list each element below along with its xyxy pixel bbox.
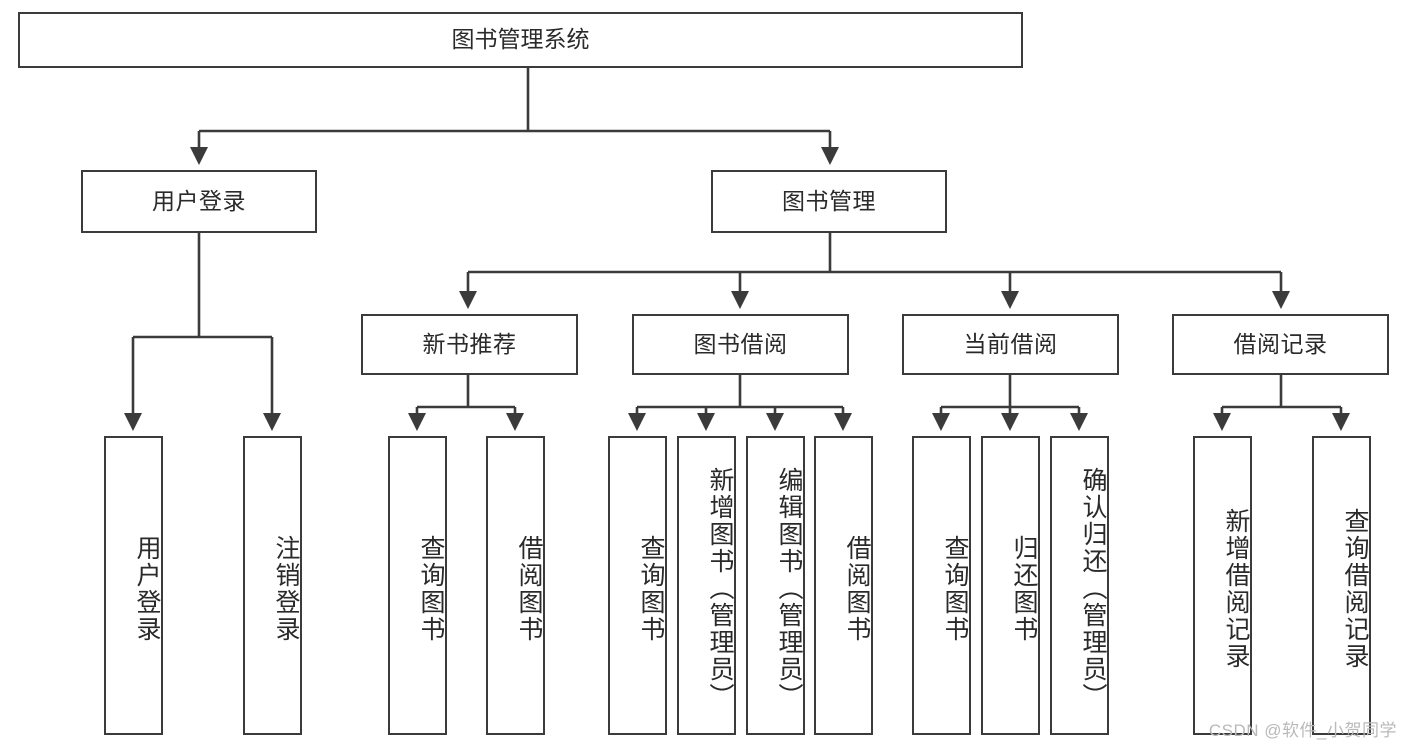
node-leaf-query-record-label: 查询借阅记录 [1341, 507, 1369, 670]
node-leaf-query-book-1-label: 查询图书 [417, 534, 445, 643]
node-leaf-confirm-return[interactable]: 确认归还（管理员） [1050, 436, 1109, 735]
node-leaf-borrow-book-2[interactable]: 借阅图书 [814, 436, 873, 735]
node-leaf-return-book-label: 归还图书 [1010, 534, 1038, 643]
node-root-label: 图书管理系统 [451, 26, 590, 53]
node-leaf-return-book[interactable]: 归还图书 [981, 436, 1040, 735]
node-leaf-user-login[interactable]: 用户登录 [104, 436, 163, 735]
node-leaf-confirm-return-label: 确认归还（管理员） [1079, 467, 1107, 710]
node-leaf-query-book-1[interactable]: 查询图书 [388, 436, 447, 735]
node-user-login-label: 用户登录 [152, 187, 246, 214]
node-leaf-add-book[interactable]: 新增图书（管理员） [677, 436, 736, 735]
node-new-book-rec[interactable]: 新书推荐 [361, 314, 578, 375]
node-current-borrow[interactable]: 当前借阅 [902, 314, 1119, 375]
node-borrow-record-label: 借阅记录 [1233, 330, 1328, 357]
node-leaf-edit-book-label: 编辑图书（管理员） [775, 467, 803, 710]
node-book-manage[interactable]: 图书管理 [711, 170, 947, 233]
node-book-borrow-label: 图书借阅 [693, 330, 788, 357]
node-user-login[interactable]: 用户登录 [81, 170, 317, 233]
node-leaf-borrow-book-2-label: 借阅图书 [843, 534, 871, 643]
node-leaf-borrow-book-1-label: 借阅图书 [515, 534, 543, 643]
node-leaf-query-book-2-label: 查询图书 [637, 534, 665, 643]
node-leaf-logout-label: 注销登录 [272, 534, 300, 643]
node-leaf-borrow-book-1[interactable]: 借阅图书 [486, 436, 545, 735]
node-current-borrow-label: 当前借阅 [963, 330, 1058, 357]
node-new-book-rec-label: 新书推荐 [422, 330, 517, 357]
node-leaf-add-record[interactable]: 新增借阅记录 [1193, 436, 1252, 735]
node-leaf-edit-book[interactable]: 编辑图书（管理员） [746, 436, 805, 735]
node-leaf-query-book-3[interactable]: 查询图书 [912, 436, 971, 735]
node-book-borrow[interactable]: 图书借阅 [632, 314, 849, 375]
node-leaf-add-record-label: 新增借阅记录 [1222, 507, 1250, 670]
node-leaf-query-book-2[interactable]: 查询图书 [608, 436, 667, 735]
node-leaf-query-record[interactable]: 查询借阅记录 [1312, 436, 1371, 735]
node-borrow-record[interactable]: 借阅记录 [1172, 314, 1389, 375]
node-leaf-logout[interactable]: 注销登录 [243, 436, 302, 735]
node-root[interactable]: 图书管理系统 [18, 12, 1023, 68]
node-book-manage-label: 图书管理 [782, 187, 876, 214]
node-leaf-user-login-label: 用户登录 [133, 534, 161, 643]
csdn-watermark: CSDN @软件_小贺同学 [1208, 721, 1397, 740]
node-leaf-query-book-3-label: 查询图书 [941, 534, 969, 643]
node-leaf-add-book-label: 新增图书（管理员） [706, 467, 734, 710]
